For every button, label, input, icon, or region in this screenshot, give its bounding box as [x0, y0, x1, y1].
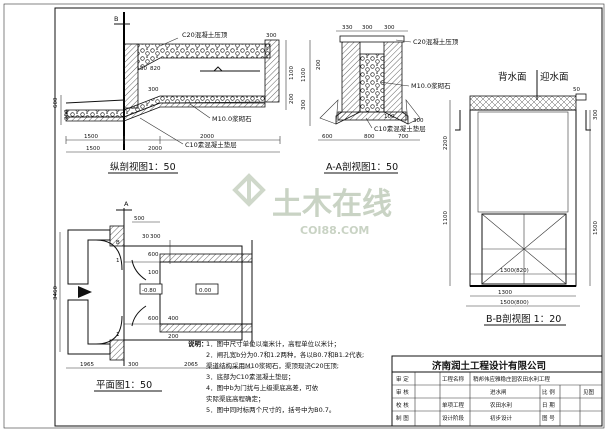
bb-dim-50: 50 [573, 87, 580, 93]
tb-r3-c4: 图 号 [542, 414, 555, 422]
tb-r1-c0: 审 核 [396, 388, 409, 396]
tb-r0-c0: 审 定 [396, 375, 409, 383]
label-c10-base: C10素混凝土垫层 [185, 140, 237, 149]
plan-mark-b: B [116, 240, 120, 246]
tb-r3-c0: 制 图 [396, 414, 409, 422]
tb-r2-c3: 农田水利 [490, 401, 512, 409]
tb-r0-c3: 稍邦伟应雅稳庄园农田水利工程 [473, 375, 551, 383]
tb-r1-c3: 进水闸 [490, 388, 507, 396]
note-4b: 实际渠底高程确定； [206, 394, 265, 403]
upstream-face-label: 迎水面 [540, 71, 569, 83]
aa-dim-300-b: 300 [362, 25, 373, 31]
dim-200-b: 200 [289, 93, 295, 104]
level-minus-080: -0.80 [142, 288, 157, 294]
drawing-frame [54, 7, 603, 427]
dim-300: 300 [266, 33, 277, 39]
aa-dim-330: 330 [342, 25, 353, 31]
plan-dim-600: 600 [148, 252, 159, 258]
longitudinal-title: 纵剖视图1：50 [110, 161, 176, 173]
tb-r3-c3: 初步设计 [490, 414, 513, 422]
plan-dim-200: 200 [168, 334, 179, 340]
aa-dim-600: 600 [322, 134, 333, 140]
plan-dim-100: 100 [148, 270, 159, 276]
plan-dim-500: 500 [134, 216, 145, 222]
plan-dim-1965: 1965 [80, 362, 94, 368]
longitudinal-section: B C20混凝土压顶 M10.0浆砌石 C10素混凝土垫层 1500 2000 … [53, 12, 295, 174]
bb-dim-1100: 1100 [443, 211, 449, 225]
bb-dim-1500-800: 1500(800) [500, 300, 529, 306]
aa-label-m10-stone: M10.0浆砌石 [411, 81, 451, 90]
note-2b: 渠道结构采用M10浆砌石，渠顶现浇C20压顶; [206, 361, 339, 370]
dim-300-b: 300 [148, 87, 159, 93]
plan-mark-1-top: 1 [116, 258, 120, 264]
aa-dim-100: 100 [384, 114, 395, 120]
section-mark-b: B [114, 15, 118, 23]
dim-2000-a: 2000 [200, 134, 214, 140]
title-block: 济南润土工程设计有限公司 审 定 工程名称 稍邦伟应雅稳庄园农田水利工程 审 核… [391, 355, 603, 427]
aa-dim-200: 200 [316, 59, 322, 70]
dim-2000-b: 2000 [148, 146, 162, 152]
plan-dim-30: 30 [142, 234, 149, 240]
section-bb-title: B-B剖视图 1：20 [486, 313, 561, 325]
dim-200-a: 200 [64, 109, 70, 120]
tb-r2-c4: 日 期 [542, 402, 555, 409]
tb-r2-c2: 单项工程 [442, 401, 465, 409]
note-3: 3．底部为C10素混凝土垫层； [206, 372, 294, 381]
plan-mark-a: A [124, 200, 129, 208]
note-2: 2．闸孔宽b分为0.7和1.2两种，各以B0.7和B1.2代表; [206, 350, 364, 359]
dim-1100: 1100 [289, 66, 295, 80]
plan-mark-1-bottom: 1 [116, 332, 120, 338]
aa-dim-300-a: 300 [301, 99, 307, 110]
bb-dim-300: 300 [593, 109, 599, 120]
watermark: 土木在线 COI88.COM [232, 173, 392, 237]
tb-r0-c2: 工程名称 [442, 375, 465, 383]
plan-dim-600-b: 600 [148, 316, 159, 322]
label-c20-cap: C20混凝土压顶 [182, 30, 228, 39]
note-1: 1．图中尺寸单位以毫米计，高程单位以米计； [206, 339, 340, 348]
notes-heading: 说明： [188, 339, 208, 348]
company-name: 济南润土工程设计有限公司 [432, 360, 546, 372]
dim-1500-b: 1500 [86, 146, 100, 152]
design-notes: 说明： 1．图中尺寸单位以毫米计，高程单位以米计； 2．闸孔宽b分为0.7和1.… [188, 339, 364, 414]
dim-820: 820 [150, 66, 161, 72]
plan-dim-2065: 2065 [184, 362, 198, 368]
plan-view: A -0.80 0.00 B 1 1 3460 1965 300 [53, 200, 253, 392]
tb-r1-c5: 见图 [583, 388, 595, 396]
dim-30: 30 [140, 66, 147, 72]
level-000: 0.00 [199, 288, 212, 294]
section-aa-title: A-A剖视图1：50 [326, 161, 398, 173]
note-5: 5．图中同时标两个尺寸的，括号中为B0.7。 [206, 405, 335, 414]
watermark-brand: 土木在线 [272, 187, 392, 222]
bb-dim-1300-820: 1300(820) [500, 268, 529, 274]
dim-600: 600 [53, 97, 59, 108]
plan-dim-3460: 3460 [53, 286, 59, 300]
label-m10-stone: M10.0浆砌石 [212, 114, 252, 123]
aa-dim-700: 700 [398, 134, 409, 140]
aa-dim-1100: 1100 [301, 68, 307, 82]
section-bb: 背水面 迎水面 2200 1100 1500 300 50 1300 1300(… [443, 70, 599, 326]
aa-label-c20-cap: C20混凝土压顶 [413, 37, 459, 46]
tb-r1-c4: 比 例 [542, 388, 555, 396]
bb-dim-2200: 2200 [443, 136, 449, 150]
bb-dim-1300: 1300 [498, 290, 512, 296]
plan-dim-300: 300 [128, 362, 139, 368]
tb-r3-c2: 设计阶段 [442, 414, 465, 422]
aa-dim-300-d: 300 [413, 118, 424, 124]
aa-label-c10-base: C10素混凝土垫层 [374, 124, 426, 133]
section-aa: C20混凝土压顶 M10.0浆砌石 C10素混凝土垫层 1100 300 200… [301, 25, 459, 174]
aa-dim-300-c: 300 [384, 25, 395, 31]
tb-r2-c0: 校 核 [396, 401, 409, 409]
plan-dim-400: 400 [168, 316, 179, 322]
bb-dim-1500: 1500 [593, 221, 599, 235]
dim-1500-a: 1500 [84, 134, 98, 140]
watermark-url: COI88.COM [300, 224, 369, 237]
aa-dim-800: 800 [364, 134, 375, 140]
plan-dim-300-b: 300 [150, 234, 161, 240]
outer-border [3, 3, 605, 429]
plan-title: 平面图1：50 [96, 380, 152, 391]
note-4: 4．图中b为门扰与上级渠底高差，可依 [206, 383, 319, 392]
back-face-label: 背水面 [498, 71, 527, 83]
